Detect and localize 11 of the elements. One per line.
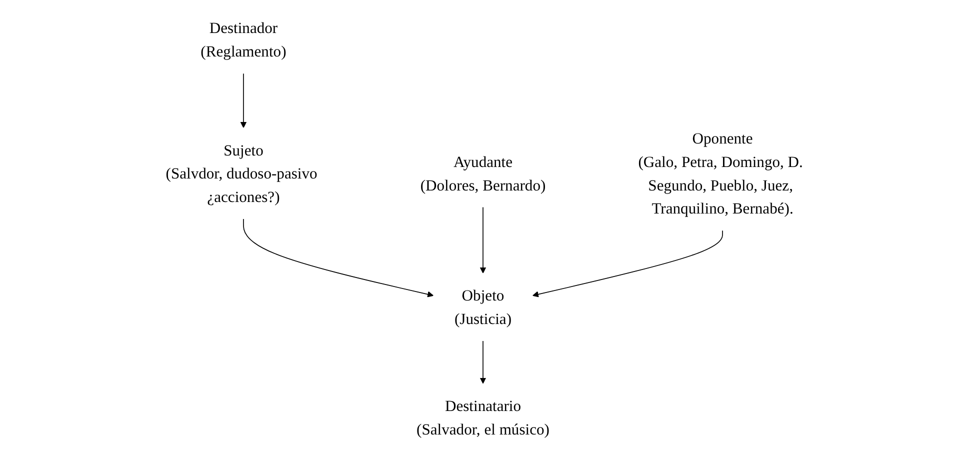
node-text: Destinatario (Salvador, el músico) — [416, 396, 550, 438]
node-text: Ayudante (Dolores, Bernardo) — [420, 152, 546, 194]
node-text: Oponente (Galo, Petra, Domingo, D. Segundo, Pueblo, Juez, Tranquilino, Bernabé). — [638, 129, 803, 218]
node-text: Sujeto (Salvdor, dudoso-pasivo ¿acciones?) — [166, 141, 318, 206]
arrow — [480, 206, 486, 274]
arrow — [480, 340, 486, 384]
arrow — [240, 73, 247, 128]
arrow — [532, 230, 723, 298]
node-text: Objeto (Justicia) — [454, 286, 512, 328]
node-text: Destinador (Reglamento) — [200, 19, 286, 60]
arrow — [243, 218, 434, 298]
